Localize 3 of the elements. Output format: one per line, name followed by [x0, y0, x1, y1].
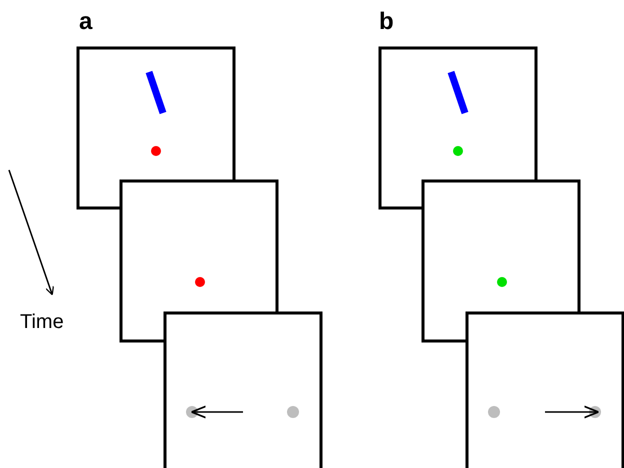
axis-label: Time: [20, 312, 64, 332]
panel-label: a: [79, 10, 92, 34]
panel-label: b: [379, 10, 394, 34]
